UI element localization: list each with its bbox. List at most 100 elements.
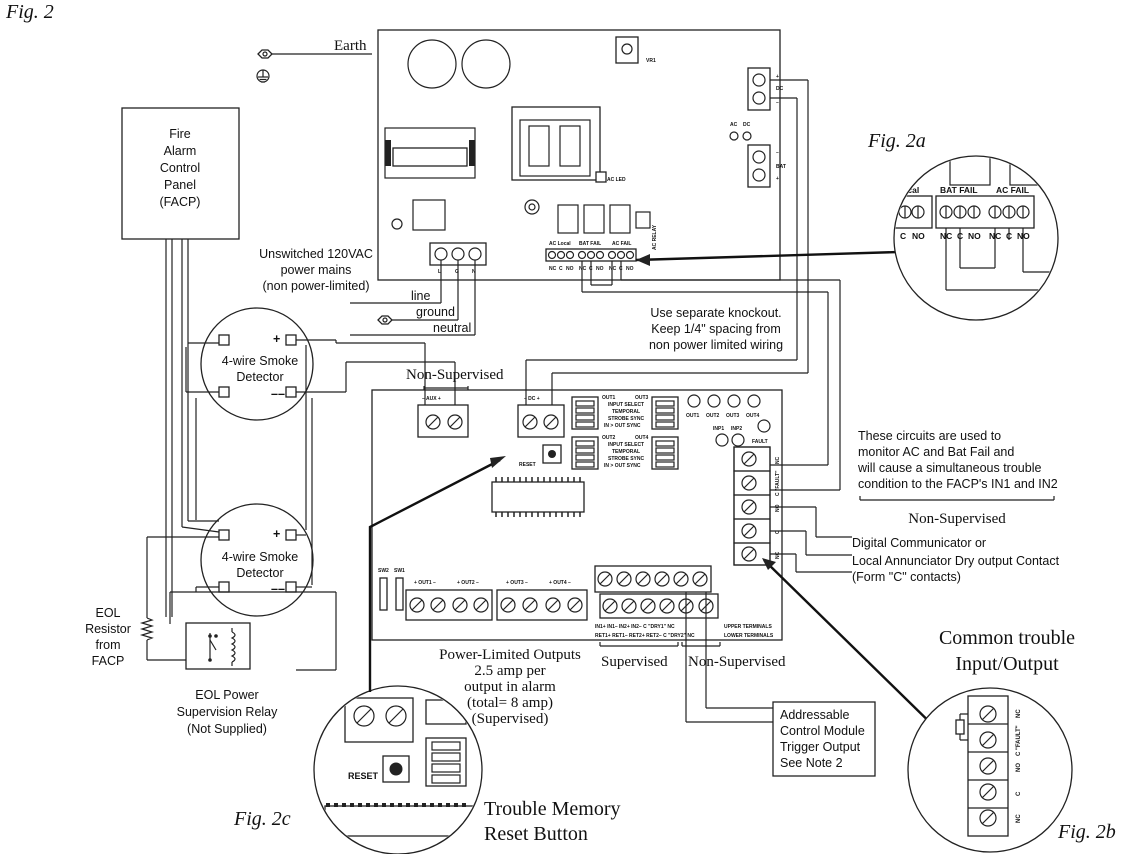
fig2c-detail: RESET: [313, 685, 483, 854]
svg-text:NC: NC: [940, 231, 952, 241]
earth-label: Earth: [334, 38, 367, 54]
neutral-label: neutral: [433, 321, 471, 335]
svg-text:condition to the FACP's IN1 an: condition to the FACP's IN1 and IN2: [858, 477, 1058, 491]
svg-text:C: C: [775, 530, 781, 534]
svg-text:monitor AC and Bat Fail and: monitor AC and Bat Fail and: [858, 445, 1014, 459]
mains-label: Unswitched 120VAC power mains (non power…: [259, 247, 373, 293]
fig2b-label: Fig. 2b: [1057, 821, 1116, 843]
non-supervised-right-label: Non-Supervised: [908, 511, 1006, 527]
svg-text:––: ––: [271, 387, 285, 401]
eol-resistor-symbol: [139, 617, 155, 641]
svg-text:+ OUT1 –: + OUT1 –: [414, 580, 436, 586]
svg-text:OUT1: OUT1: [602, 395, 616, 401]
svg-text:– DC +: – DC +: [524, 396, 540, 402]
svg-text:DC: DC: [743, 122, 751, 128]
svg-text:STROBE SYNC: STROBE SYNC: [608, 416, 645, 422]
svg-text:RET1+ RET1– RET2+ RET2– C "D: RET1+ RET1– RET2+ RET2– C "DRY2" NC: [595, 633, 695, 639]
svg-text:+: +: [273, 332, 280, 346]
fig2b-detail: NC C "FAULT" NO C NC: [907, 687, 1073, 853]
svg-text:2.5 amp per: 2.5 amp per: [474, 663, 545, 679]
svg-text:NC: NC: [1016, 709, 1022, 718]
svg-text:NO: NO: [596, 266, 604, 272]
svg-text:INP1: INP1: [713, 426, 724, 432]
svg-text:Addressable: Addressable: [780, 708, 850, 722]
power-limited-label: Power-Limited Outputs 2.5 amp per output…: [439, 647, 581, 727]
svg-text:IN1+ IN1– IN2+ IN2– C ": IN1+ IN1– IN2+ IN2– C "DRY1" NC: [595, 624, 675, 630]
fig2a-label: Fig. 2a: [867, 130, 926, 152]
svg-text:Trigger Output: Trigger Output: [780, 740, 861, 754]
svg-text:DC: DC: [776, 86, 784, 92]
svg-text:–: –: [776, 150, 779, 156]
svg-text:Supervision Relay: Supervision Relay: [177, 705, 278, 719]
svg-text:4-wire Smoke: 4-wire Smoke: [222, 354, 298, 368]
svg-text:Detector: Detector: [236, 566, 283, 580]
svg-text:INPUT SELECT: INPUT SELECT: [608, 402, 644, 408]
svg-text:BAT: BAT: [776, 164, 786, 170]
svg-text:INP2: INP2: [731, 426, 742, 432]
svg-text:+: +: [776, 176, 779, 182]
svg-text:C "FAULT": C "FAULT": [1016, 725, 1022, 756]
control-board: – AUX + – DC + RESET OUT1 OUT3 INPUT SEL…: [371, 389, 783, 641]
mains-wires: [350, 260, 476, 336]
svg-text:These circuits are used to: These circuits are used to: [858, 429, 1001, 443]
svg-text:C: C: [1016, 791, 1022, 796]
svg-text:Panel: Panel: [164, 178, 196, 192]
common-trouble-label: Common trouble Input/Output: [939, 627, 1075, 675]
svg-text:+: +: [776, 74, 779, 80]
svg-text:NC: NC: [1016, 814, 1022, 823]
svg-text:TEMPORAL: TEMPORAL: [612, 449, 640, 455]
svg-text:OUT1: OUT1: [686, 413, 700, 419]
svg-text:BAT FAIL: BAT FAIL: [579, 241, 601, 247]
svg-text:+ OUT2 –: + OUT2 –: [457, 580, 479, 586]
svg-text:AC RELAY: AC RELAY: [652, 224, 658, 250]
svg-text:+ OUT3 –: + OUT3 –: [506, 580, 528, 586]
svg-text:FACP: FACP: [92, 654, 125, 668]
svg-text:AC: AC: [730, 122, 738, 128]
eol-relay: [185, 622, 251, 670]
svg-text:Power-Limited Outputs: Power-Limited Outputs: [439, 647, 581, 663]
svg-text:NC: NC: [549, 266, 557, 272]
svg-text:OUT3: OUT3: [635, 395, 649, 401]
svg-text:Common trouble: Common trouble: [939, 627, 1075, 649]
svg-text:––: ––: [271, 582, 285, 596]
svg-text:Keep 1/4" spacing from: Keep 1/4" spacing from: [651, 322, 781, 336]
svg-text:NO: NO: [912, 231, 925, 241]
svg-text:(non power-limited): (non power-limited): [263, 279, 370, 293]
svg-text:C: C: [559, 266, 563, 272]
svg-text:NC: NC: [579, 266, 587, 272]
svg-text:Alarm: Alarm: [164, 144, 197, 158]
svg-text:+: +: [273, 527, 280, 541]
svg-text:power mains: power mains: [281, 263, 352, 277]
trouble-memory-label: Trouble Memory Reset Button: [484, 798, 620, 845]
svg-text:SW1: SW1: [394, 568, 405, 574]
svg-text:See Note 2: See Note 2: [780, 756, 843, 770]
svg-text:Input/Output: Input/Output: [955, 653, 1059, 675]
svg-text:output in alarm: output in alarm: [464, 679, 556, 695]
eol-resistor-label: EOL Resistor from FACP: [85, 606, 131, 668]
svg-text:UPPER TERMINALS: UPPER TERMINALS: [724, 624, 772, 630]
svg-text:IN > OUT SYNC: IN > OUT SYNC: [604, 463, 641, 469]
svg-text:–: –: [776, 100, 779, 106]
svg-text:NC: NC: [609, 266, 617, 272]
svg-text:Use separate knockout.: Use separate knockout.: [650, 306, 781, 320]
svg-text:VR1: VR1: [646, 58, 656, 64]
facp-box: [121, 107, 240, 240]
svg-text:C "FAULT": C "FAULT": [775, 470, 781, 496]
addressable-label: Addressable Control Module Trigger Outpu…: [780, 708, 865, 770]
fig2c-label: Fig. 2c: [233, 808, 291, 830]
svg-text:NO: NO: [1017, 231, 1030, 241]
svg-text:OUT2: OUT2: [602, 435, 616, 441]
svg-text:(Supervised): (Supervised): [472, 711, 549, 727]
svg-text:Detector: Detector: [236, 370, 283, 384]
svg-text:AC Local: AC Local: [549, 241, 571, 247]
earth-symbol: [256, 49, 372, 83]
smoke-detector-bottom: + –– 4-wire Smoke Detector: [200, 503, 314, 617]
svg-text:Unswitched 120VAC: Unswitched 120VAC: [259, 247, 373, 261]
addressable-module-box: [772, 701, 876, 777]
svg-text:(total= 8 amp): (total= 8 amp): [467, 695, 553, 711]
svg-text:OUT4: OUT4: [746, 413, 760, 419]
svg-text:from: from: [96, 638, 121, 652]
svg-text:NC: NC: [775, 456, 781, 464]
svg-text:SW2: SW2: [378, 568, 389, 574]
